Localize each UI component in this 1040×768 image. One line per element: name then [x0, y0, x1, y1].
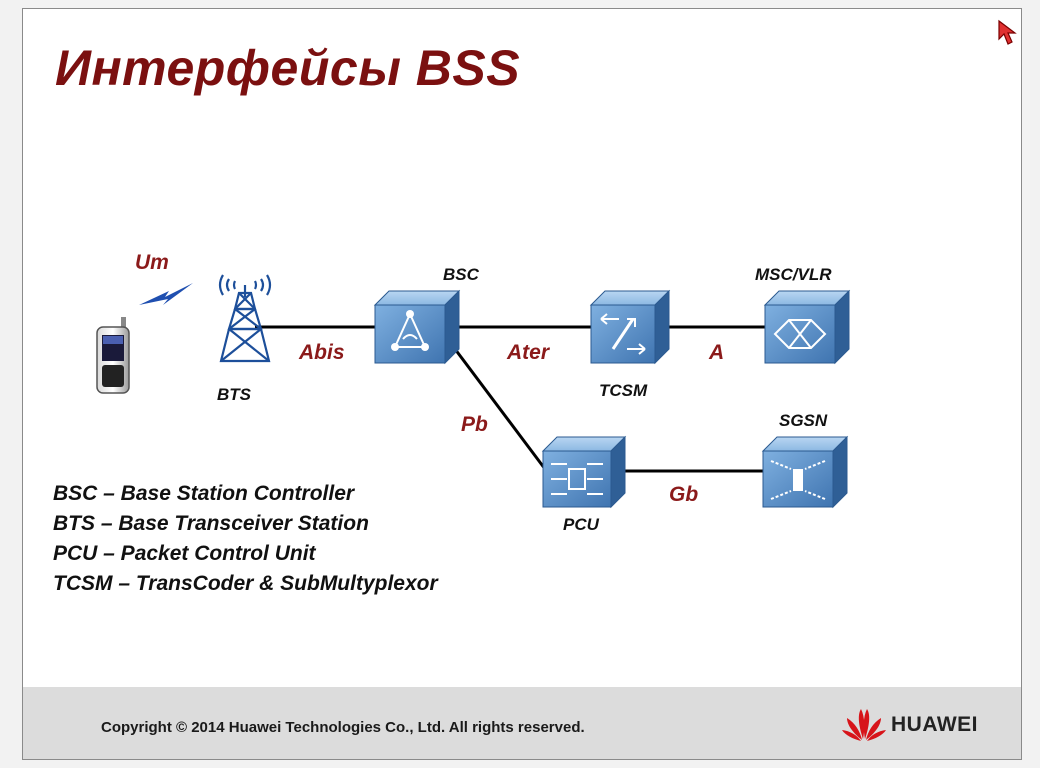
huawei-logo: HUAWEI — [841, 705, 1001, 745]
node-label-tcsm: TCSM — [599, 381, 648, 400]
legend-item-bts: BTS – Base Transceiver Station — [53, 512, 369, 535]
slide-title: Интерфейсы BSS — [55, 40, 521, 96]
bts-tower-icon — [218, 274, 272, 363]
node-label-sgsn: SGSN — [779, 411, 828, 430]
interface-label-gb: Gb — [669, 483, 699, 506]
interface-label-pb: Pb — [461, 413, 488, 436]
radio-link-icon — [139, 283, 193, 305]
link-pb — [453, 348, 547, 470]
bss-diagram — [96, 274, 851, 509]
node-label-pcu: PCU — [563, 515, 599, 534]
slide-footer: Copyright © 2014 Huawei Technologies Co.… — [23, 687, 1021, 759]
sgsn-icon — [761, 435, 849, 509]
msc-vlr-icon — [763, 289, 851, 365]
slide: Интерфейсы BSS — [22, 8, 1022, 760]
brand-name: HUAWEI — [891, 713, 978, 736]
bsc-icon — [373, 289, 461, 365]
cursor-arrow-icon — [998, 19, 1017, 45]
tcsm-icon — [589, 289, 671, 365]
interface-label-abis: Abis — [299, 341, 345, 364]
copyright-text: Copyright © 2014 Huawei Technologies Co.… — [101, 719, 585, 736]
interface-label-ater: Ater — [507, 341, 550, 364]
abbreviation-legend: BSC – Base Station Controller BTS – Base… — [53, 479, 438, 599]
pcu-icon — [541, 435, 627, 509]
node-label-bts: BTS — [217, 385, 251, 404]
mobile-phone-icon — [96, 317, 130, 394]
huawei-flower-icon — [842, 709, 886, 741]
legend-item-pcu: PCU – Packet Control Unit — [53, 542, 316, 565]
legend-item-bsc: BSC – Base Station Controller — [53, 482, 355, 505]
node-label-msc-vlr: MSC/VLR — [755, 265, 832, 284]
interface-label-um: Um — [135, 251, 169, 274]
interface-label-a: A — [709, 341, 725, 364]
legend-item-tcsm: TCSM – TransCoder & SubMultyplexor — [53, 572, 438, 595]
node-label-bsc: BSC — [443, 265, 479, 284]
